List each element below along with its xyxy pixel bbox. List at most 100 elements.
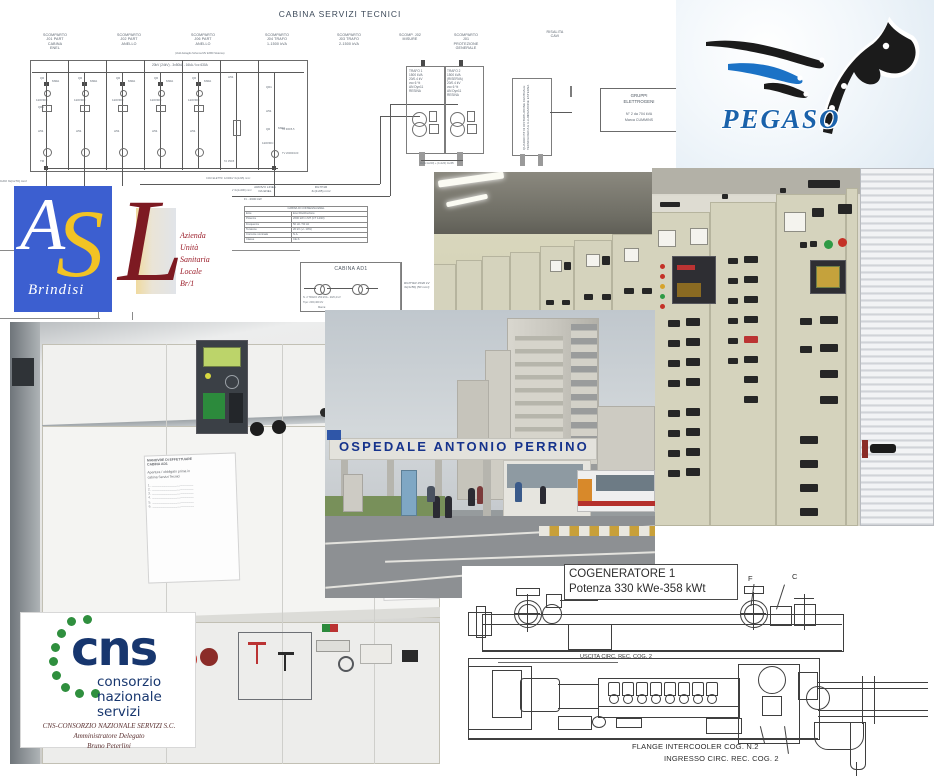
bus bbox=[577, 470, 655, 512]
gensets-title: GRUPPI ELETTROGENI bbox=[623, 93, 655, 104]
transformer-2-note: RESINA bbox=[447, 93, 459, 97]
cell-rating: 630A bbox=[278, 126, 286, 130]
protection-relay[interactable] bbox=[196, 340, 248, 434]
transformer-2-reserve: (RISERVA) bbox=[447, 77, 463, 81]
selector-switch[interactable] bbox=[250, 422, 264, 436]
cell-aux-voltage: 110VDC bbox=[74, 98, 86, 102]
switchgear-frame bbox=[30, 60, 308, 172]
cell-rating: 630A bbox=[204, 79, 212, 83]
cell-rating: 630A bbox=[90, 79, 98, 83]
asl-letter-l: L bbox=[118, 175, 184, 306]
asl-letter-s: S bbox=[56, 190, 104, 297]
transformer-1-ratio: 20/0.4 kV bbox=[409, 77, 423, 81]
cns-subtitle-line3: servizi bbox=[97, 704, 141, 720]
cell-contact-tag: Q01 bbox=[38, 105, 44, 109]
cell-relay-tag: A51 bbox=[266, 109, 272, 113]
schematic-column-header: SCOMPARTO J03 TRAFO 2-1500 kVA bbox=[336, 33, 362, 46]
asl-city-label: Brindisi bbox=[28, 282, 85, 298]
gensets-rating: N° 2 da 704 kVA bbox=[625, 112, 653, 116]
cell-aux-voltage: 110VDC bbox=[262, 141, 274, 145]
emergency-button[interactable] bbox=[200, 648, 218, 666]
cable-label: CAVI ELETTR. 12/20kV 3x(1x95) mm² bbox=[206, 177, 251, 180]
asl-letter-a: A bbox=[20, 184, 66, 266]
hospital-sign: OSPEDALE ANTONIO PERRINO bbox=[339, 439, 589, 454]
cell-rating: 630A bbox=[52, 79, 60, 83]
pegaso-horse-icon bbox=[705, 16, 920, 134]
transformer-2-name: TRAFO 2 bbox=[447, 69, 461, 73]
cogenerator-drawing: COGENERATORE 1 Potenza 330 kWe-358 kWt F… bbox=[462, 564, 934, 776]
transformer-2-group: AN Dyn11 bbox=[447, 89, 462, 93]
schematic-column-header: SCOMPARTO J01 PROTEZIONE GENERALE bbox=[453, 33, 479, 51]
controller-unit bbox=[810, 260, 846, 294]
cogenerator-title: COGENERATORE 1 bbox=[569, 568, 676, 580]
cell-rating: 630A bbox=[166, 79, 174, 83]
cns-wordmark: cns bbox=[71, 621, 158, 677]
pegaso-wordmark: PEGASO bbox=[722, 104, 841, 134]
cell-breaker-tag: Q0 bbox=[78, 76, 83, 80]
transformer-1-name: TRAFO 1 bbox=[409, 69, 423, 73]
cns-footer-line1: CNS-CONSORZIO NAZIONALE SERVIZI S.C. bbox=[42, 722, 176, 730]
asl-anatomy-figure bbox=[136, 208, 176, 294]
cabina-ad1-line2: Tipo: 20/0,400 kV bbox=[303, 301, 324, 304]
transformer-1-note: RESINA bbox=[409, 89, 421, 93]
table-cell: Classe bbox=[244, 237, 292, 244]
photo-lv-switchboard bbox=[652, 168, 934, 526]
schematic-title: CABINA SERVIZI TECNICI bbox=[278, 9, 402, 19]
cell-breaker-tag: Q0 bbox=[266, 127, 271, 131]
schematic-detail-note: (Vedi dettaglio Schema MV EN50 Sistema) bbox=[175, 52, 225, 55]
cell-breaker-tag: Q0 bbox=[154, 76, 159, 80]
cell-relay-tag: A51 bbox=[114, 129, 120, 133]
door-handle[interactable] bbox=[870, 444, 896, 453]
door-lock-icon bbox=[862, 440, 868, 458]
cns-footer-line2: Amministratore Delegato bbox=[73, 732, 145, 740]
cell-rating: 630A bbox=[128, 79, 136, 83]
transformer-2-box bbox=[444, 66, 484, 154]
selector-switch[interactable] bbox=[272, 420, 286, 434]
callout-f: F bbox=[748, 574, 753, 583]
cell-aux-voltage: 110VDC bbox=[112, 98, 124, 102]
cns-logo: cns consorzio nazionale servizi CNS-CONS… bbox=[20, 612, 196, 750]
indicator bbox=[320, 408, 329, 417]
cell-relay-tag: A51 bbox=[228, 75, 234, 79]
ceiling bbox=[434, 172, 682, 236]
schematic-bus-note: 20kV (24kV) - 3x50kA - 16kA / Icc 630A bbox=[152, 63, 208, 67]
cns-subtitle: consorzio nazionale servizi bbox=[97, 675, 162, 720]
transformer-2-vcc: vcc 6 % bbox=[447, 85, 459, 89]
schematic-column-header: SCOMPARTO J01 PART CABINA ENEL bbox=[42, 33, 68, 51]
cell-note: TA 300/5-5 bbox=[282, 128, 295, 131]
table-cell: CE-S bbox=[291, 237, 368, 244]
label-flange-intercooler: FLANGE INTERCOOLER COG. N.2 bbox=[632, 742, 759, 751]
enel-power: Ft - 2600 kW bbox=[244, 197, 262, 201]
cable-label: CAVI 3x(1x70) mm² bbox=[0, 179, 27, 183]
asl-brindisi-logo: A S L Brindisi Azienda Unità Sanitaria L… bbox=[14, 182, 232, 312]
transformer-1-power: 1500 kVA bbox=[409, 73, 423, 77]
asl-blue-panel bbox=[14, 186, 112, 312]
cell-note: TV 20000/100 bbox=[282, 152, 299, 155]
enel-arrival-label: ARRIVO LINEA DA ENEL bbox=[254, 185, 276, 193]
transformer-1-group: AN Dyn11 bbox=[409, 85, 424, 89]
cabina-ad1-side-label: RG7H1R 15/20 kV 3x(1x50) (50 mm²) bbox=[404, 281, 430, 289]
cell-relay-tag: A51 bbox=[190, 129, 196, 133]
transformer-2-ratio: 20/0.4 kV bbox=[447, 81, 461, 85]
vent-grille bbox=[12, 358, 34, 386]
cell-relay-tag: A51 bbox=[152, 129, 158, 133]
breaker-unit bbox=[672, 256, 716, 304]
label-uscita-circ: USCITA CIRC. REC. COG. 2 bbox=[580, 654, 653, 660]
cogenerator-title-block: COGENERATORE 1 Potenza 330 kWe-358 kWt bbox=[564, 564, 738, 600]
lv-board-label: QUADRO BT DI DISTRIBUZIONE CENTRALE TECN… bbox=[522, 84, 530, 150]
flag bbox=[327, 430, 341, 440]
cell-relay-tag: A51 bbox=[38, 129, 44, 133]
cell-note: TA 150/5 bbox=[224, 160, 235, 163]
schematic-column-header: SCOMPARTO J02 PART ANELLO bbox=[116, 33, 142, 46]
cell-breaker-tag: Q0 bbox=[116, 76, 121, 80]
cabina-ad1-title: CABINA AD1 bbox=[334, 266, 368, 272]
asl-script-text: Azienda Unità Sanitaria Locale Br/1 bbox=[180, 231, 210, 288]
callout-c: C bbox=[792, 572, 798, 581]
cell-earth-tag: TR bbox=[40, 159, 45, 163]
cell-aux-voltage: 110VDC bbox=[188, 98, 200, 102]
transformer-1-box bbox=[406, 66, 446, 154]
cell-breaker-tag: Q0 bbox=[40, 76, 45, 80]
kiosk bbox=[401, 470, 417, 516]
photo-hospital-entrance: OSPEDALE ANTONIO PERRINO bbox=[325, 310, 655, 598]
